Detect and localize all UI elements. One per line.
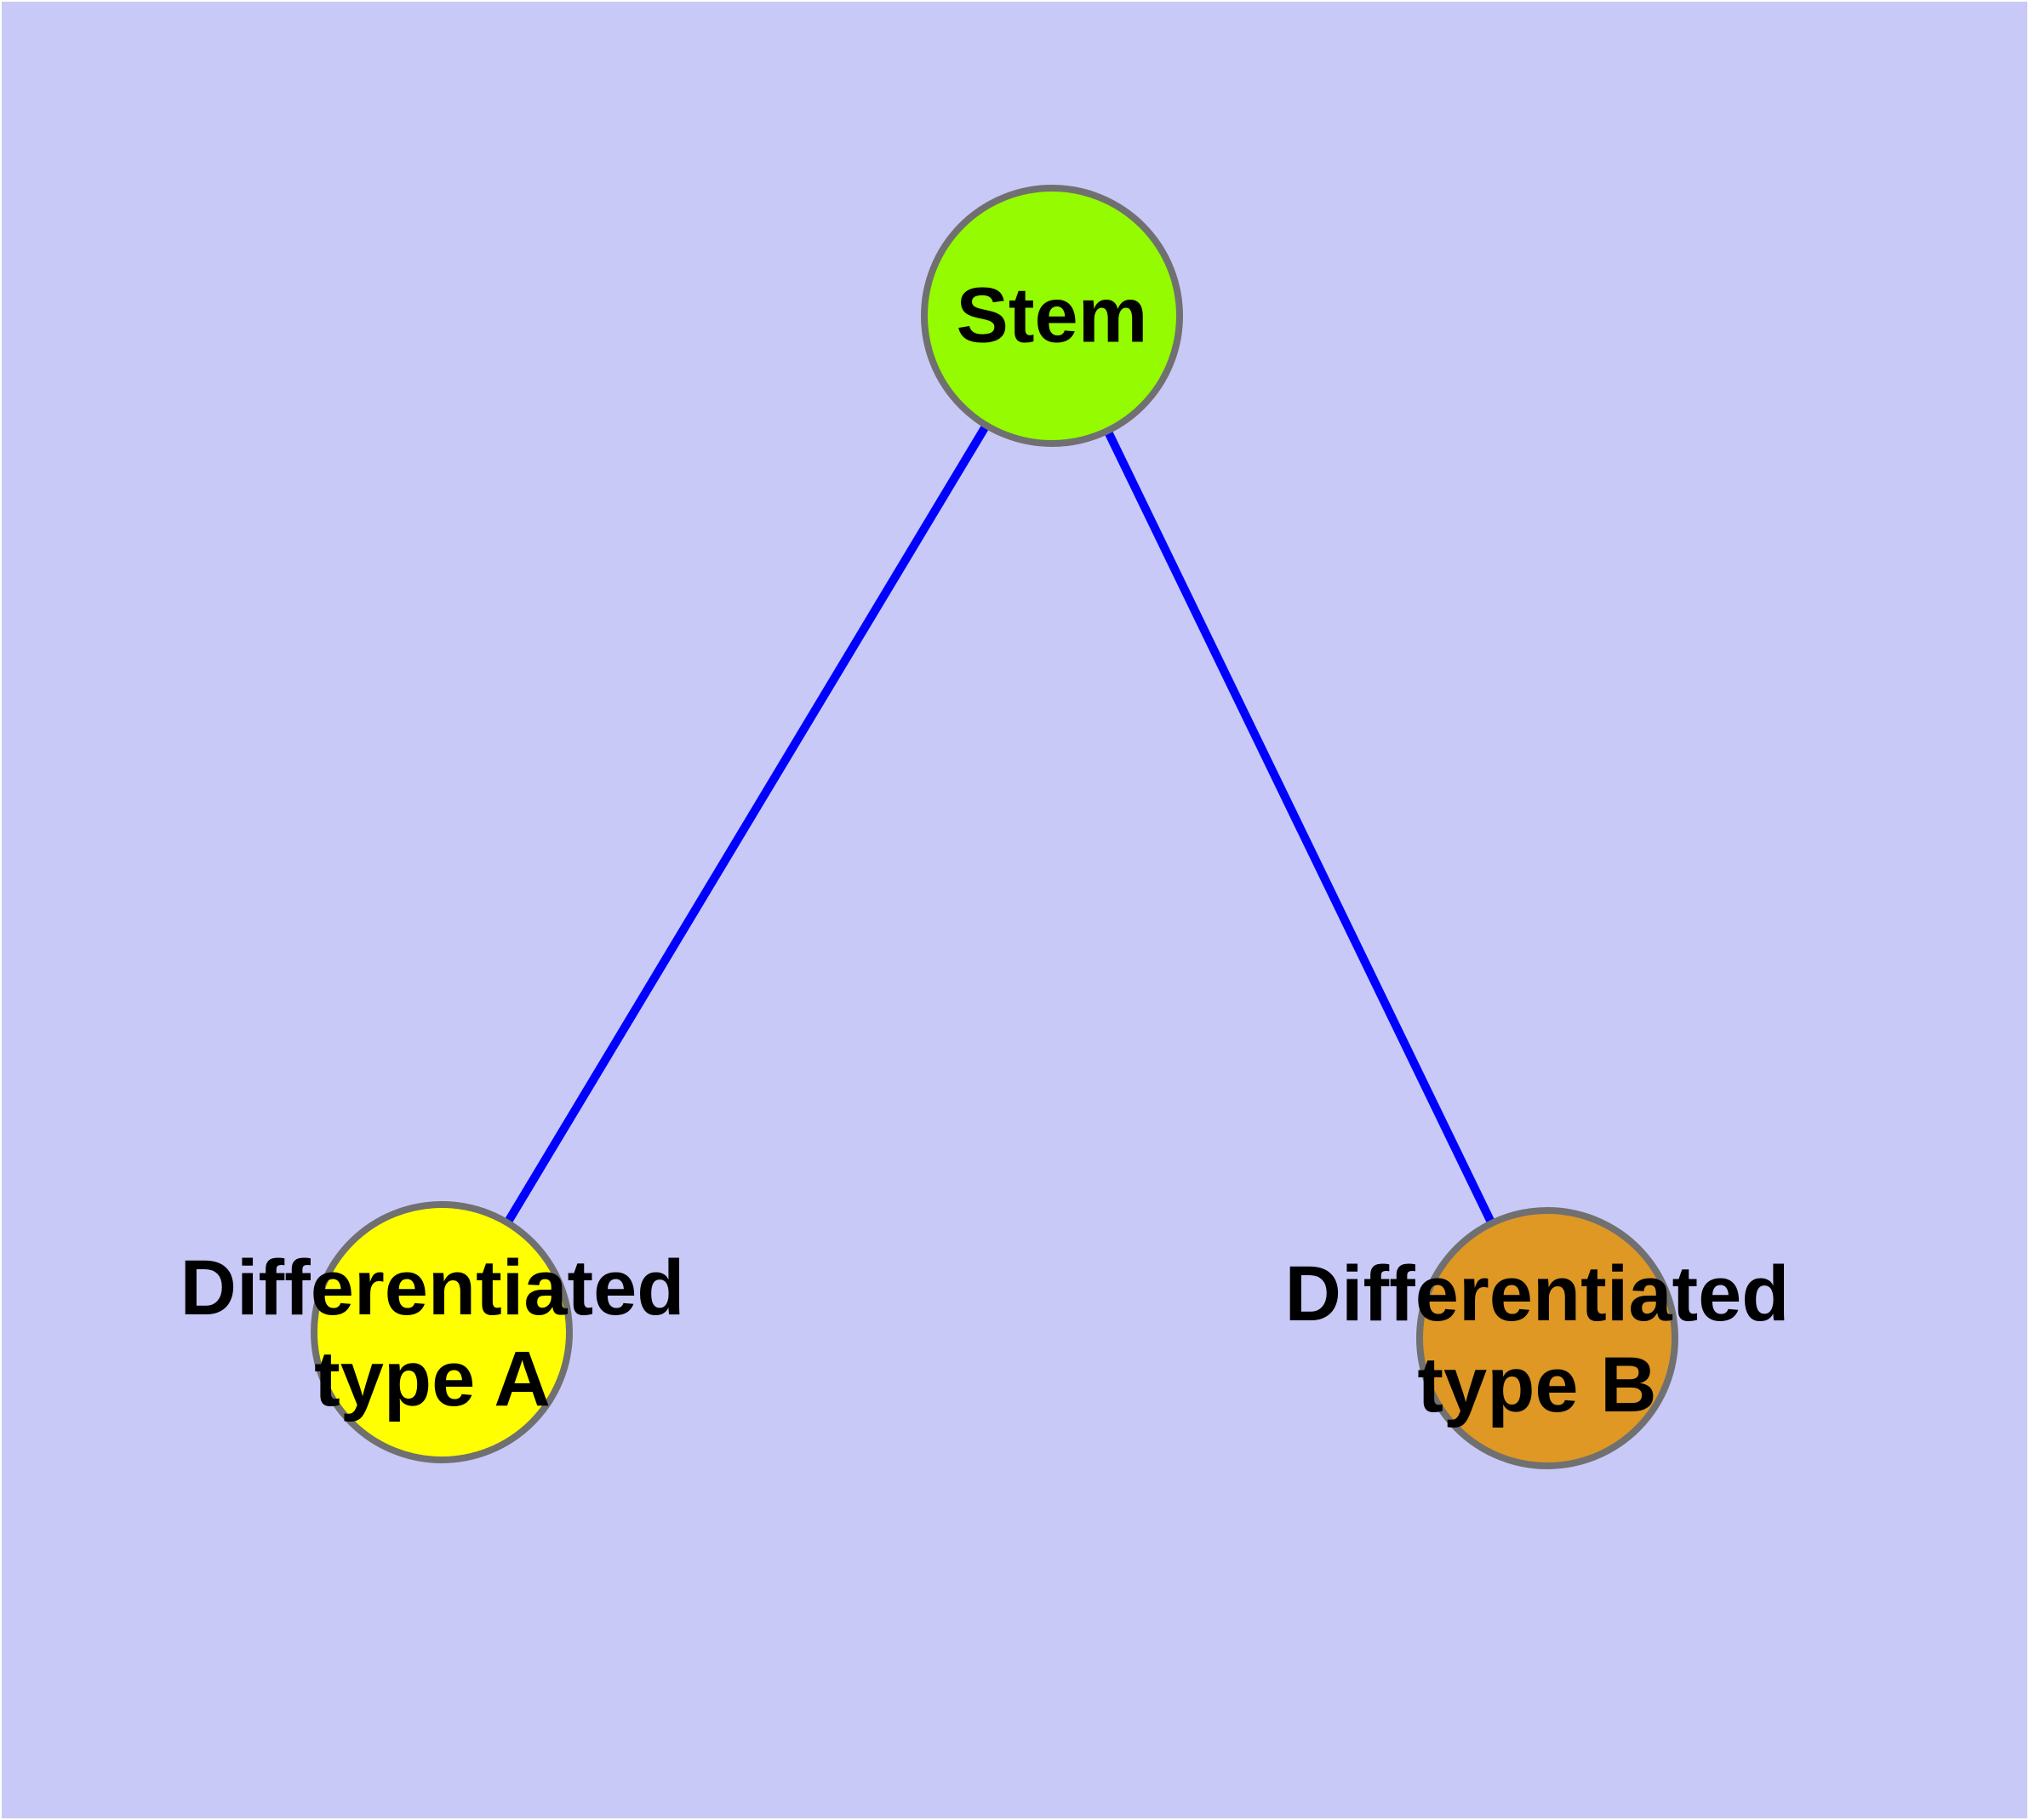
node-differentiated-type-b	[1416, 1207, 1678, 1469]
node-type-a-circle	[311, 1201, 573, 1463]
edge-stem-to-type-a	[437, 313, 1056, 1335]
edge-stem-to-type-b	[1048, 313, 1552, 1341]
node-stem	[921, 185, 1183, 447]
node-differentiated-type-a	[311, 1201, 573, 1463]
node-type-b-label: Differentiated type B	[1284, 1251, 1790, 1428]
node-stem-circle	[921, 185, 1183, 447]
node-type-a-label: Differentiated type A	[180, 1245, 685, 1422]
node-stem-label: Stem	[956, 272, 1148, 359]
node-type-b-circle	[1416, 1207, 1678, 1469]
